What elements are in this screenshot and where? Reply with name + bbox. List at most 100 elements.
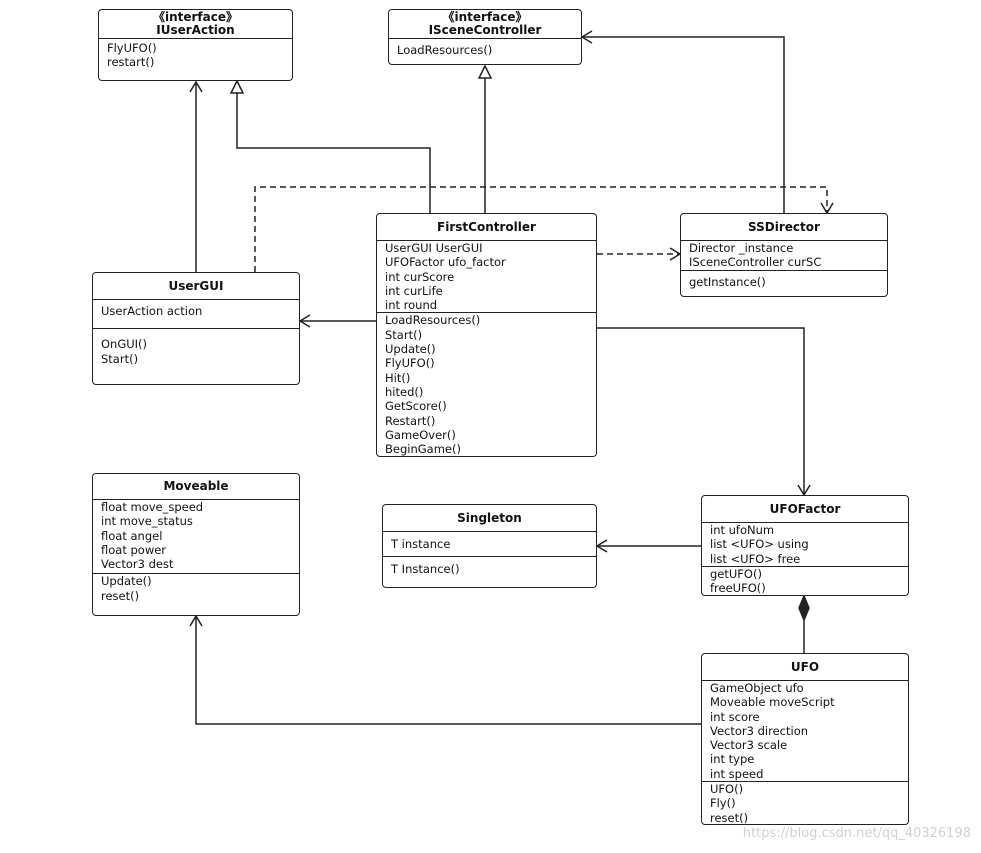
operations-section: getUFO()freeUFO()	[702, 565, 908, 596]
class-attribute: int curLife	[385, 283, 443, 298]
edge-firstcontroller-realizes-iuseraction	[236, 92, 431, 213]
class-operation: getInstance()	[689, 274, 766, 289]
class-attribute: UserAction action	[101, 304, 203, 318]
class-operation: GameOver()	[385, 427, 456, 442]
class-singleton[interactable]: Singleton T instance T Instance()	[382, 504, 597, 588]
operations-section: UFO()Fly()reset()	[702, 781, 908, 825]
arrowhead-iuseraction	[189, 80, 203, 93]
arrowhead-usergui	[298, 314, 311, 328]
class-name: UserGUI	[168, 278, 224, 293]
class-operation: UFO()	[710, 782, 744, 797]
operations-section: getInstance()	[681, 269, 887, 291]
class-attribute: UFOFactor ufo_factor	[385, 255, 506, 270]
class-name: UFO	[790, 659, 820, 674]
watermark-text: https://blog.csdn.net/qq_40326198	[742, 826, 971, 841]
class-operation: Fly()	[710, 796, 736, 811]
class-attribute: int round	[385, 298, 438, 313]
class-operation: Update()	[101, 574, 152, 589]
class-name: Moveable	[163, 479, 229, 493]
class-attribute: Moveable moveScript	[710, 695, 835, 710]
class-attribute: int speed	[710, 766, 764, 781]
class-attribute: GameObject ufo	[710, 681, 804, 695]
class-operation: getUFO()	[710, 566, 762, 581]
class-operation: Hit()	[385, 370, 411, 385]
operations-section: OnGUI()Start()	[93, 328, 299, 370]
arrowhead-singleton	[595, 539, 608, 553]
class-operation: Start()	[385, 327, 423, 342]
class-header: 《interface》 IUserAction	[99, 10, 292, 39]
class-header: UFO	[702, 654, 908, 681]
class-operation: BeginGame()	[385, 442, 461, 457]
edge-ufo-to-moveable	[195, 616, 701, 725]
class-header: SSDirector	[681, 214, 887, 241]
class-attribute: float move_speed	[101, 500, 204, 514]
class-header: UserGUI	[93, 273, 299, 300]
class-header: Singleton	[383, 505, 596, 532]
class-operation: freeUFO()	[710, 581, 766, 596]
class-attribute: float angel	[101, 528, 163, 543]
class-operation: OnGUI()	[101, 337, 148, 352]
class-attribute: Vector3 scale	[710, 738, 788, 753]
stereotype-label: 《interface》	[442, 9, 528, 24]
class-header: Moveable	[93, 474, 299, 500]
class-iuseraction[interactable]: 《interface》 IUserAction FlyUFO()restart(…	[98, 9, 293, 81]
class-operation: hited()	[385, 384, 424, 399]
class-operation: reset()	[710, 810, 749, 825]
class-name: UFOFactor	[769, 501, 841, 516]
class-attribute: list <UFO> free	[710, 551, 801, 566]
edge-usergui-depends-ssdirector	[254, 186, 828, 272]
class-header: FirstController	[377, 214, 596, 241]
attributes-section: T instance	[383, 532, 596, 556]
class-operation: Start()	[101, 351, 139, 366]
class-iscenecontroller[interactable]: 《interface》 ISceneController LoadResourc…	[388, 9, 582, 65]
class-operation: FlyUFO()	[385, 356, 435, 371]
composition-diamond	[798, 594, 810, 622]
class-attribute: int move_status	[101, 514, 193, 529]
class-name: IUserAction	[156, 22, 235, 37]
class-attribute: UserGUI UserGUI	[385, 241, 483, 255]
operations-section: T Instance()	[383, 556, 596, 581]
class-header: UFOFactor	[702, 496, 908, 523]
class-attribute: Vector3 dest	[101, 557, 174, 572]
class-attribute: int type	[710, 752, 755, 767]
class-name: Singleton	[457, 510, 522, 525]
stereotype-label: 《interface》	[152, 9, 239, 24]
class-header: 《interface》 ISceneController	[389, 10, 581, 39]
class-operation: Update()	[385, 342, 436, 357]
edge-firstcontroller-to-ufofactor	[597, 327, 805, 495]
class-operation: LoadResources()	[385, 313, 481, 328]
class-attribute: T instance	[391, 537, 451, 551]
attributes-section: LoadResources()	[389, 39, 581, 61]
class-attribute: restart()	[107, 55, 155, 70]
class-operation: GetScore()	[385, 399, 447, 414]
class-attribute: FlyUFO()	[107, 41, 157, 55]
class-attribute: Director _instance	[689, 241, 794, 255]
class-name: SSDirector	[748, 219, 820, 234]
arrowhead-iscenecontroller	[580, 30, 593, 44]
class-operation: Restart()	[385, 413, 436, 428]
operations-section: Update()reset()	[93, 573, 299, 603]
attributes-section: FlyUFO()restart()	[99, 39, 292, 74]
class-attribute: float power	[101, 542, 167, 557]
class-attribute: ISceneController curSC	[689, 255, 822, 270]
class-operation: T Instance()	[391, 562, 460, 577]
hollow-triangle-iscenecontroller	[477, 64, 493, 79]
class-attribute: LoadResources()	[397, 43, 493, 57]
arrowhead-moveable	[189, 614, 203, 627]
class-operation: reset()	[101, 588, 140, 603]
class-attribute: list <UFO> using	[710, 537, 809, 552]
class-name: FirstController	[437, 219, 536, 234]
attributes-section: UserAction action	[93, 300, 299, 328]
edge-ssdirector-to-iscenecontroller	[582, 36, 785, 213]
